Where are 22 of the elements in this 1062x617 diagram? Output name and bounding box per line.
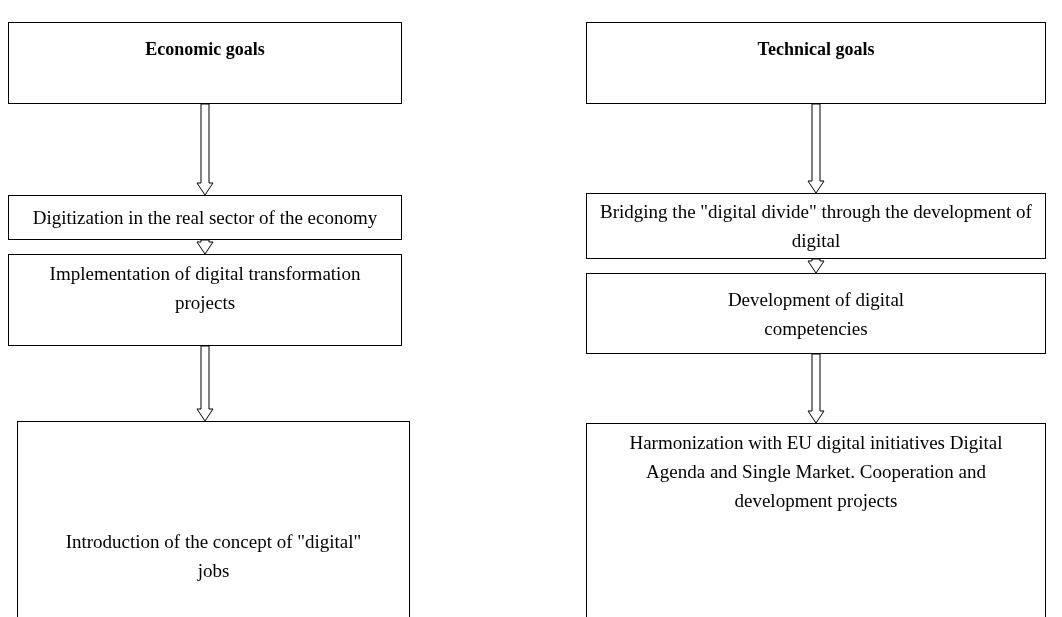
heading: Technical goals — [757, 38, 875, 61]
box-text: Development of digital competencies — [726, 287, 906, 341]
process-box — [8, 195, 402, 240]
process-box — [586, 423, 1046, 617]
hollow-arrow — [196, 103, 214, 196]
process-box — [586, 193, 1046, 259]
box-text: Introduction of the concept of "digital" jobs — [64, 530, 363, 583]
process-box — [586, 273, 1046, 354]
heading: Economic goals — [145, 38, 265, 61]
process-box — [8, 22, 402, 104]
process-box — [586, 22, 1046, 104]
box-text: Harmonization with EU digital initiatives Digital Agenda and Single Market. Cooperation and development projects — [628, 431, 1004, 513]
process-box — [8, 254, 402, 346]
hollow-arrow — [196, 239, 214, 255]
box-text: Implementation of digital transformation projects — [49, 262, 361, 315]
hollow-arrow — [196, 345, 214, 422]
box-text: Digitization in the real sector of the economy — [32, 206, 378, 230]
hollow-arrow — [807, 103, 825, 194]
hollow-arrow — [807, 258, 825, 274]
process-box — [17, 421, 410, 617]
hollow-arrow — [807, 353, 825, 424]
box-text: Bridging the "digital divide" through the development of digital — [599, 200, 1033, 253]
